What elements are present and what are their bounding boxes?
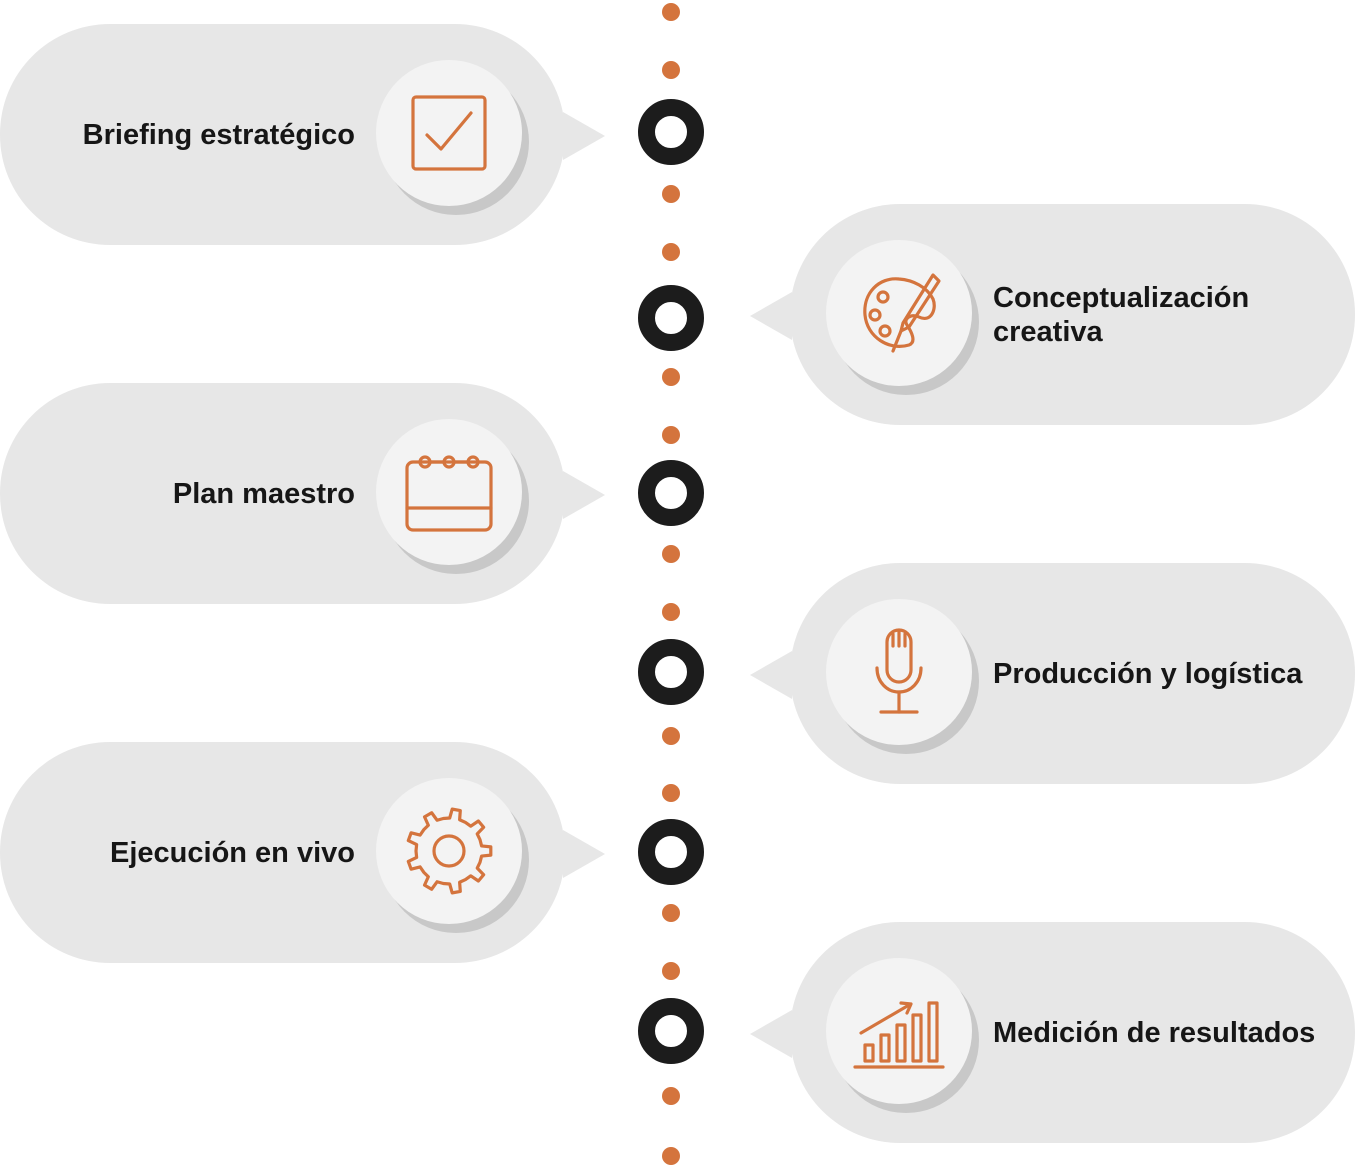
timeline-dot — [662, 727, 680, 745]
timeline-dot — [662, 426, 680, 444]
timeline-dot — [662, 784, 680, 802]
timeline-node — [638, 819, 704, 885]
checkbox-icon — [376, 60, 522, 206]
bar-chart-icon — [826, 958, 972, 1104]
step-label: Producción y logística — [993, 657, 1303, 690]
calendar-icon — [376, 419, 522, 565]
microphone-icon — [826, 599, 972, 745]
step-briefing: Briefing estratégico — [0, 24, 605, 245]
bubble-pointer — [563, 830, 605, 878]
step-ejecucion: Ejecución en vivo — [0, 742, 605, 963]
step-label: Briefing estratégico — [82, 118, 355, 151]
timeline-dot — [662, 368, 680, 386]
bubble-pointer — [750, 1010, 792, 1058]
timeline-node — [638, 285, 704, 351]
bubble-pointer — [750, 651, 792, 699]
timeline-node — [638, 639, 704, 705]
timeline-dot — [662, 1087, 680, 1105]
bubble-pointer — [563, 471, 605, 519]
step-produccion: Producción y logística — [750, 563, 1355, 784]
palette-icon — [826, 240, 972, 386]
step-plan-maestro: Plan maestro — [0, 383, 605, 604]
step-label: Medición de resultados — [993, 1016, 1316, 1049]
timeline-dot — [662, 603, 680, 621]
bubble-pointer — [563, 112, 605, 160]
timeline-dot — [662, 545, 680, 563]
step-medicion: Medición de resultados — [750, 922, 1355, 1143]
timeline-dot — [662, 61, 680, 79]
step-label: Ejecución en vivo — [110, 836, 355, 869]
timeline-dot — [662, 962, 680, 980]
timeline-node — [638, 99, 704, 165]
gear-icon — [376, 778, 522, 924]
step-conceptualizacion: Conceptualización creativa — [750, 204, 1355, 425]
timeline-dot — [662, 243, 680, 261]
step-label: Plan maestro — [172, 477, 355, 510]
timeline-dot — [662, 1147, 680, 1165]
timeline-node — [638, 460, 704, 526]
bubble-pointer — [750, 292, 792, 340]
timeline-dot — [662, 3, 680, 21]
timeline-node — [638, 998, 704, 1064]
timeline-dot — [662, 185, 680, 203]
step-label: Conceptualización creativa — [993, 281, 1250, 348]
timeline-dot — [662, 904, 680, 922]
